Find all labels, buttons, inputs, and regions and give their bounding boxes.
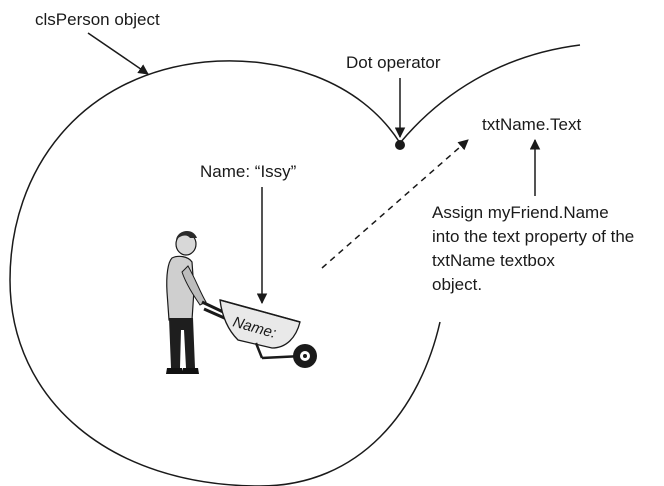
name-issy-label: Name: “Issy” xyxy=(200,162,297,181)
assign-note-line-2: into the text property of the xyxy=(432,227,634,246)
dot-operator-label: Dot operator xyxy=(346,53,441,72)
dot-operator-arc xyxy=(399,44,581,144)
cls-person-label: clsPerson object xyxy=(35,10,160,29)
txtname-text-label: txtName.Text xyxy=(482,115,581,134)
clsperson-object-arc xyxy=(9,60,441,486)
person-pushing-wheelbarrow-icon xyxy=(166,231,317,374)
assign-note-line-3: txtName textbox xyxy=(432,251,555,270)
cls-person-arrow xyxy=(87,32,149,75)
dot-operator-point xyxy=(395,140,405,150)
assign-note-line-4: object. xyxy=(432,275,482,294)
assign-note-line-1: Assign myFriend.Name xyxy=(432,203,609,222)
